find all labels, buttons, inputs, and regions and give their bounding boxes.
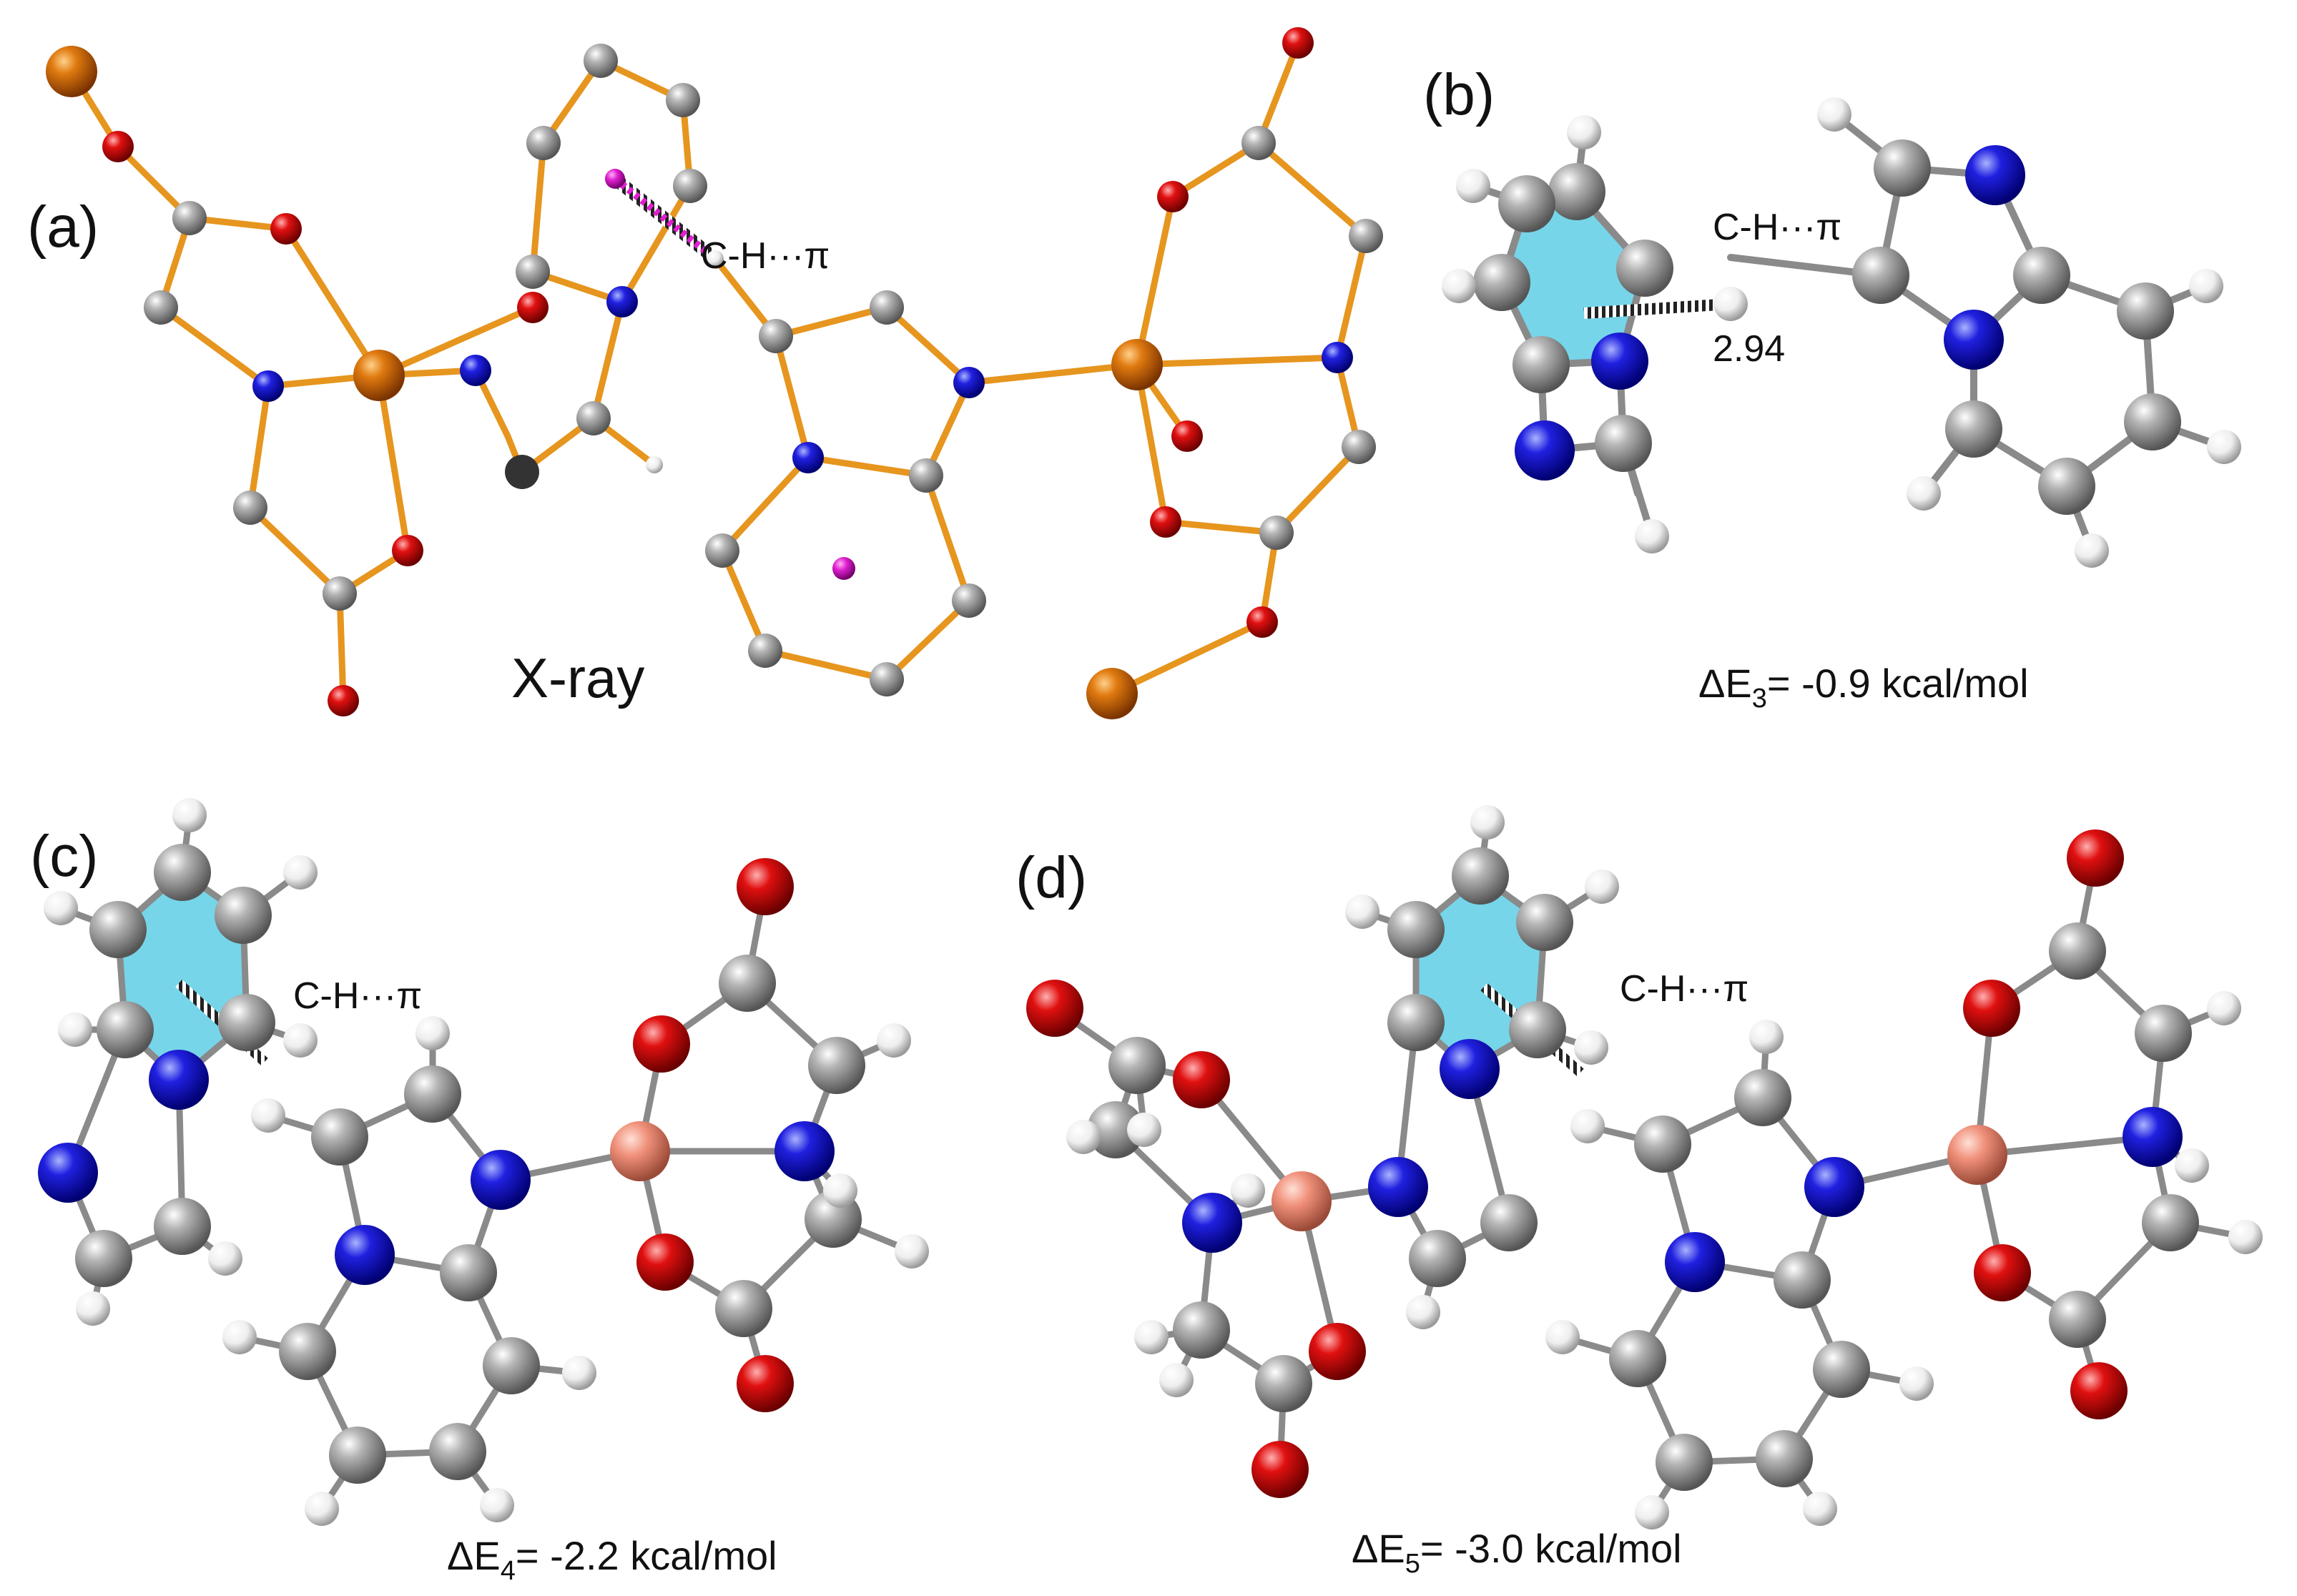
panel-a-atoms bbox=[46, 27, 1383, 719]
panel-a bbox=[46, 27, 1383, 719]
panel-d-energy: ΔE5= -3.0 kcal/mol bbox=[1352, 1526, 1682, 1579]
panel-b-interaction-label: C-H···π bbox=[1713, 207, 1841, 248]
panel-b-distance-label: 2.94 bbox=[1713, 328, 1785, 370]
panel-b-pi-ring bbox=[1502, 192, 1645, 365]
panel-c-label: (c) bbox=[30, 824, 99, 889]
panel-d bbox=[1026, 805, 2263, 1530]
panel-a-caption: X-ray bbox=[511, 646, 644, 709]
panel-d-interaction-label: C-H···π bbox=[1620, 968, 1748, 1010]
panel-d-label: (d) bbox=[1015, 845, 1087, 910]
panel-c bbox=[38, 798, 929, 1526]
panel-c-energy: ΔE4= -2.2 kcal/mol bbox=[447, 1533, 777, 1586]
panel-c-interaction-label: C-H···π bbox=[293, 975, 422, 1017]
panel-b-ch-pi-contact bbox=[1583, 298, 1731, 319]
panel-b-label: (b) bbox=[1423, 62, 1495, 127]
panel-b bbox=[1442, 97, 2241, 568]
panel-b-energy: ΔE3= -0.9 kcal/mol bbox=[1698, 661, 2029, 714]
panel-a-interaction-label: C-H···π bbox=[701, 235, 830, 277]
panel-a-label: (a) bbox=[27, 194, 99, 260]
